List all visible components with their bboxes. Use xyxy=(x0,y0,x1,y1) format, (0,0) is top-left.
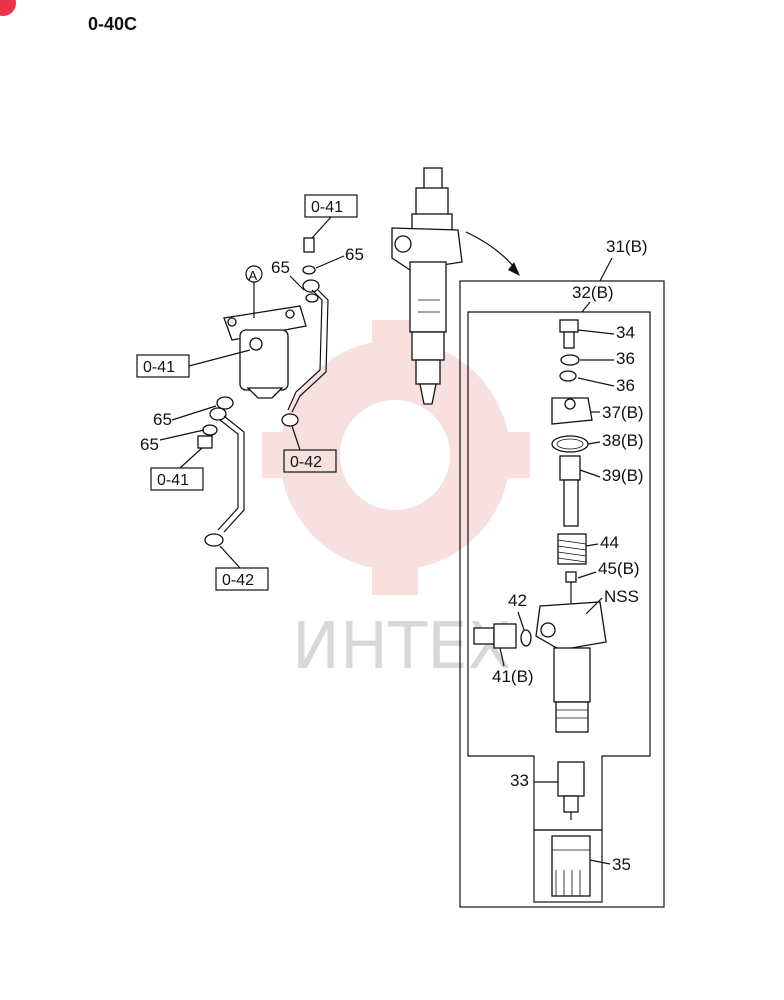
injector-assembly xyxy=(391,167,463,405)
label-42: 42 xyxy=(508,591,527,610)
fuel-filter-assembly xyxy=(223,305,307,399)
banjo-top xyxy=(302,279,320,293)
label-65-d: 65 xyxy=(140,435,159,454)
ref-low-42-label: 0-42 xyxy=(222,572,254,589)
nozzle-body-nss xyxy=(535,601,607,733)
retaining-nut-35 xyxy=(551,835,591,897)
watermark-text: ИНТЕХ xyxy=(292,610,511,684)
label-65-c: 65 xyxy=(153,410,172,429)
ref-box-top-41: 0-41 xyxy=(304,194,358,218)
label-36-a: 36 xyxy=(616,349,635,368)
label-38: 38(B) xyxy=(602,431,644,450)
corner-mark xyxy=(0,0,16,16)
page-code: 0-40C xyxy=(88,14,138,34)
label-44: 44 xyxy=(600,533,619,552)
label-31: 31(B) xyxy=(606,237,648,256)
label-45: 45(B) xyxy=(598,559,640,578)
label-65-a: 65 xyxy=(345,245,364,264)
ref-box-left-41: 0-41 xyxy=(136,354,190,378)
label-nss: NSS xyxy=(604,587,639,606)
label-33: 33 xyxy=(510,771,529,790)
label-39: 39(B) xyxy=(602,466,644,485)
outer-parts-frame xyxy=(459,280,665,908)
watermark-gear-icon xyxy=(262,320,530,595)
label-37: 37(B) xyxy=(602,403,644,422)
bolt-low xyxy=(197,435,213,449)
label-41: 41(B) xyxy=(492,667,534,686)
label-34: 34 xyxy=(616,323,635,342)
arrow-head-icon xyxy=(508,262,520,276)
inlet-fitting-41 xyxy=(473,623,517,649)
label-32: 32(B) xyxy=(572,283,614,302)
callout-circle-label: A xyxy=(249,268,258,283)
bolt-top xyxy=(303,237,315,253)
spring-44 xyxy=(557,533,587,565)
ref-left-41-label: 0-41 xyxy=(143,359,175,376)
nozzle-holder-box xyxy=(533,829,603,903)
label-65-b: 65 xyxy=(271,258,290,277)
ref-box-low-41: 0-41 xyxy=(150,467,204,491)
label-36-b: 36 xyxy=(616,376,635,395)
ref-low-41-label: 0-41 xyxy=(157,472,189,489)
ref-top-41-label: 0-41 xyxy=(311,199,343,216)
ref-box-low-42: 0-42 xyxy=(215,567,269,591)
ref-mid-42-label: 0-42 xyxy=(290,454,322,471)
label-35: 35 xyxy=(612,855,631,874)
ref-box-mid-42: 0-42 xyxy=(283,449,337,473)
washer-top xyxy=(302,265,316,275)
nozzle-33 xyxy=(557,761,585,820)
